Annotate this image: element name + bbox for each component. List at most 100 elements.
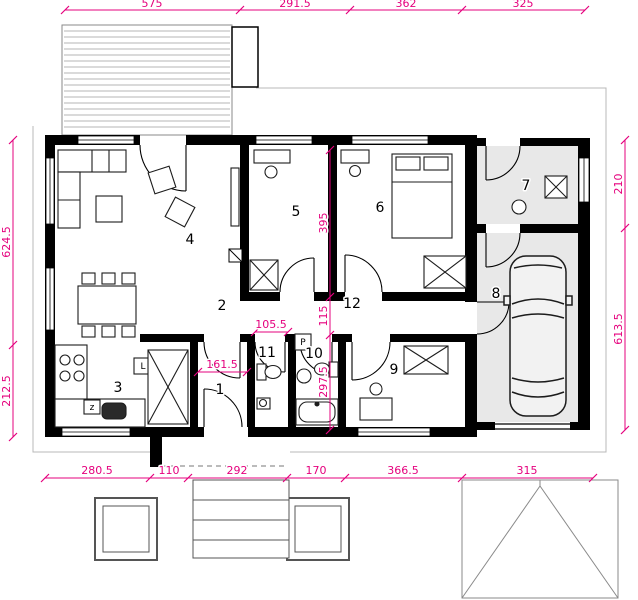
room-label-5: 5 [292, 204, 301, 220]
dim-bottom-3: 292 [227, 464, 248, 477]
room-label-9: 9 [390, 362, 399, 378]
wardrobe [423, 255, 467, 289]
pillow [423, 156, 449, 171]
desk [359, 397, 393, 421]
room-label-11: 11 [258, 345, 276, 361]
wc-fixtures [256, 363, 282, 410]
toilet [256, 363, 282, 381]
tv-sideboard [230, 167, 240, 227]
dim-interior-v2: 115 [317, 306, 330, 327]
room-label-4: 4 [186, 232, 195, 248]
sink-label-box [83, 399, 101, 415]
roof-eaves [32, 87, 607, 453]
dim-interior-h1: 161.5 [206, 358, 238, 371]
door-entrance [203, 388, 243, 428]
dim-bottom-4: 170 [306, 464, 327, 477]
washer-label: P [300, 338, 306, 348]
utility-room-equipment [511, 175, 568, 215]
garage-door [495, 423, 570, 430]
dim-right-2: 613.5 [612, 313, 625, 345]
pillow [395, 156, 421, 171]
room9-furniture [359, 345, 449, 421]
room-label-6: 6 [376, 200, 385, 216]
wardrobe [249, 259, 279, 291]
dim-top-2: 291.5 [279, 0, 311, 10]
room-label-7: 7 [522, 178, 531, 194]
bathroom-fixtures [294, 333, 339, 426]
dim-interior-v1: 395 [317, 213, 330, 234]
sofa [57, 149, 127, 229]
pantry-wardrobe [147, 349, 189, 425]
door-room6 [344, 254, 383, 293]
dim-right-1: 210 [612, 174, 625, 195]
chair [264, 165, 278, 179]
desk [340, 149, 370, 164]
chair [348, 164, 362, 178]
dim-bottom-2: 110 [159, 464, 180, 477]
door-room5 [279, 257, 315, 293]
stove [59, 354, 85, 382]
windows [45, 135, 590, 437]
armchair [147, 165, 177, 195]
dim-top-4: 325 [513, 0, 534, 10]
washing-machine [294, 333, 312, 351]
dim-interior-v3: 297.5 [317, 366, 330, 398]
wardrobe [403, 345, 449, 375]
room-label-12: 12 [343, 296, 361, 312]
window [61, 427, 131, 437]
room-label-1: 1 [216, 382, 225, 398]
window [351, 135, 429, 145]
dim-ticks-right [620, 135, 630, 435]
armchair [164, 196, 196, 228]
dim-interior-h2: 105.5 [255, 318, 287, 331]
car-mirror [503, 295, 511, 306]
room-label-3: 3 [114, 380, 123, 396]
room-labels: 1 2 3 4 5 6 7 8 9 10 11 12 [112, 177, 532, 400]
terrace-pillar [231, 26, 259, 88]
window [578, 157, 590, 203]
dim-bottom-5: 366.5 [387, 464, 419, 477]
room-label-8: 8 [492, 286, 501, 302]
dim-bottom-6: 315 [517, 464, 538, 477]
room5-furniture [249, 149, 291, 291]
dim-ticks-bottom [40, 473, 598, 483]
step-treads [193, 499, 289, 541]
fridge-label: L [140, 362, 145, 372]
doors [139, 144, 521, 428]
entrance-porch [94, 437, 350, 561]
room6-furniture [340, 149, 467, 289]
porch-wall-stub [150, 437, 162, 467]
kitchen-sink [101, 402, 127, 420]
floor-drain-box [544, 175, 568, 199]
dining-table [77, 285, 137, 325]
dim-left-2: 212.5 [0, 375, 13, 407]
furniture [54, 149, 573, 428]
car [503, 255, 573, 417]
kitchen [54, 344, 189, 428]
dim-ticks-interior-h2 [250, 327, 293, 337]
dimension-lines [8, 5, 630, 483]
window [45, 267, 55, 331]
boiler [511, 199, 527, 215]
dim-top-3: 362 [396, 0, 417, 10]
terrace [61, 24, 259, 136]
dim-ticks-interior-vertical [325, 145, 335, 435]
door-room9 [351, 341, 391, 381]
desk [253, 149, 291, 164]
dim-ticks-interior-h1 [193, 367, 252, 377]
door-utility-garage [485, 232, 521, 268]
dim-ticks-left [8, 135, 18, 442]
dim-ticks-top [60, 5, 590, 15]
window [255, 135, 313, 145]
coffee-table [95, 195, 123, 223]
entrance-steps [192, 479, 290, 559]
room-label-2: 2 [218, 298, 227, 314]
sink-label: z [90, 403, 95, 413]
window [77, 135, 135, 145]
dim-left-1: 624.5 [0, 226, 13, 258]
bathroom-sink [296, 368, 312, 384]
dim-top-1: 575 [142, 0, 163, 10]
door-back-entry [485, 145, 521, 181]
